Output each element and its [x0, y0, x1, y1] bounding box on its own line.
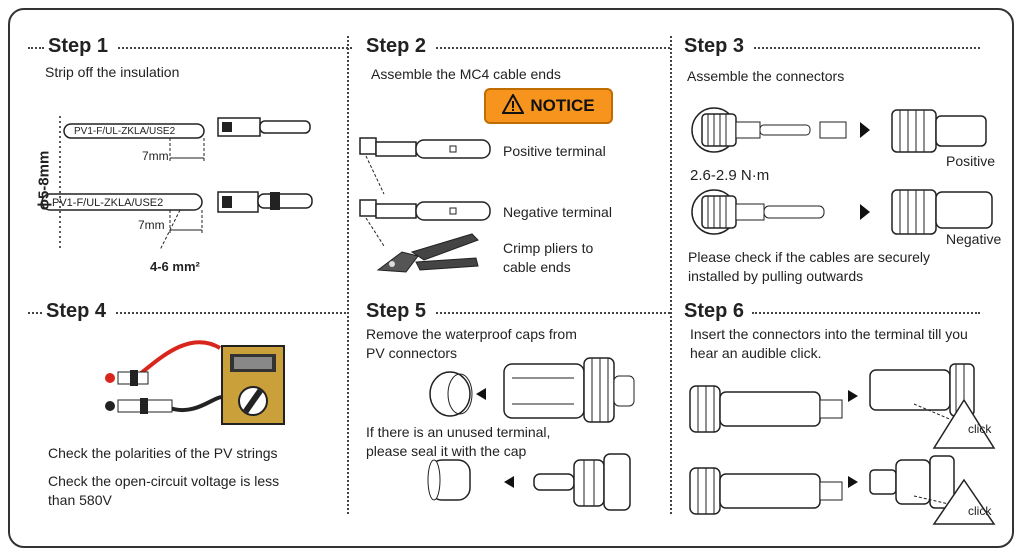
step4-dots-right — [116, 312, 346, 314]
step6-title: Step 6 — [684, 300, 745, 322]
cap-icon — [427, 459, 471, 501]
connector-icon — [869, 455, 955, 509]
step4-title: Step 4 — [46, 300, 107, 322]
cable-diameter: ϕ5-8mm — [35, 150, 53, 211]
divider-v1 — [347, 36, 349, 514]
negative-terminal-drawing — [359, 199, 491, 221]
step6-dots-right — [752, 312, 980, 314]
step4-check-2b: than 580V — [48, 492, 112, 508]
step1-title: Step 1 — [48, 35, 109, 57]
click-label-2: click — [968, 504, 992, 518]
meter-body — [221, 345, 285, 425]
step1-dots-left — [28, 47, 44, 49]
step5-dots-right — [436, 312, 670, 314]
crimp-pliers-icon — [376, 233, 479, 273]
torque-label: 2.6-2.9 N·m — [690, 167, 770, 184]
step1-text: Strip off the insulation — [45, 64, 180, 80]
cable-label-lower: PV1-F/UL-ZKLA/USE2 — [52, 197, 164, 209]
positive-connector-label: Positive — [946, 153, 996, 169]
positive-assembly-parts — [691, 107, 847, 153]
notice-badge: NOTICE — [484, 88, 613, 124]
step5-text-1b: PV connectors — [366, 345, 458, 361]
connector-assembly-illustration — [691, 107, 993, 235]
step3-text: Assemble the connectors — [687, 68, 845, 84]
step4-check-1: Check the polarities of the PV strings — [48, 445, 278, 461]
connector-icon — [689, 467, 843, 515]
negative-terminal-label: Negative terminal — [503, 204, 612, 220]
instruction-frame — [8, 8, 1014, 548]
step6-text-1b: hear an audible click. — [690, 345, 822, 361]
cap-sealing-illustration — [427, 453, 631, 511]
positive-connector-assembled — [891, 109, 987, 153]
notice-label: NOTICE — [530, 96, 595, 115]
step5-text-1a: Remove the waterproof caps from — [366, 326, 577, 342]
step1-dots-right — [118, 47, 352, 49]
stripped-cable-illustration — [41, 116, 313, 251]
connector-icon — [503, 357, 635, 423]
step5-text-2a: If there is an unused terminal, — [366, 424, 551, 440]
negative-connector-label: Negative — [946, 231, 1002, 247]
step2-title: Step 2 — [366, 35, 427, 57]
click-label-1: click — [968, 422, 992, 436]
connector-icon — [533, 453, 631, 511]
cap-removal-illustration — [429, 357, 635, 423]
step6-text-1a: Insert the connectors into the terminal … — [690, 326, 968, 342]
cable-label-upper: PV1-F/UL-ZKLA/USE2 — [74, 126, 176, 137]
step5-title: Step 5 — [366, 300, 427, 322]
step3-dots-right — [754, 47, 980, 49]
step4-dots-left — [28, 312, 42, 314]
arrow-right-icon — [848, 476, 858, 488]
step3-check-1: Please check if the cables are securely — [688, 249, 931, 265]
negative-assembly-parts — [691, 189, 825, 235]
step2-text: Assemble the MC4 cable ends — [371, 66, 561, 82]
divider-v2 — [670, 36, 672, 514]
step3-title: Step 3 — [684, 35, 745, 57]
warning-icon — [501, 92, 526, 119]
positive-terminal-label: Positive terminal — [503, 143, 606, 159]
positive-terminal-drawing — [359, 137, 491, 159]
terminal-illustration — [359, 137, 491, 247]
arrow-left-icon — [476, 388, 486, 400]
cable-area: 4-6 mm² — [150, 259, 200, 274]
positive-probe-connector — [105, 370, 149, 386]
arrow-right-icon — [860, 122, 870, 138]
crimp-text-2: cable ends — [503, 259, 571, 275]
crimp-text-1: Crimp pliers to — [503, 240, 594, 256]
insertion-illustration — [689, 363, 996, 525]
arrow-right-icon — [860, 204, 870, 220]
arrow-left-icon — [504, 476, 514, 488]
strip-length-upper: 7mm — [142, 149, 169, 163]
connector-icon — [689, 385, 843, 433]
negative-connector-assembled — [891, 189, 993, 235]
negative-probe-connector — [105, 398, 173, 414]
step2-dots-right — [436, 47, 670, 49]
step5-text-2b: please seal it with the cap — [366, 443, 527, 459]
pin-contact-lower — [217, 191, 313, 213]
multimeter-icon — [105, 340, 285, 425]
step4-check-2a: Check the open-circuit voltage is less — [48, 473, 280, 489]
cap-icon — [429, 371, 473, 417]
arrow-right-icon — [848, 390, 858, 402]
strip-length-lower: 7mm — [138, 218, 165, 232]
step3-check-2: installed by pulling outwards — [688, 268, 864, 284]
pin-contact-upper — [217, 117, 311, 137]
